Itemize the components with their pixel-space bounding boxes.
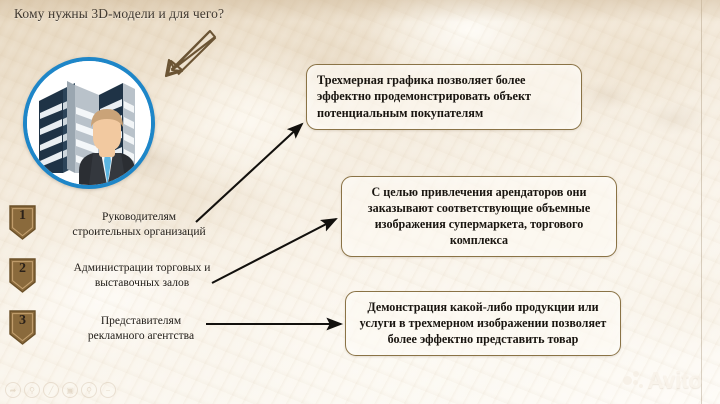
page-title: Кому нужны 3D-модели и для чего? [14,6,225,21]
callout-box-1: Трехмерная графика позволяет более эффек… [306,64,582,131]
callout-box-2: С целью привлечения арендаторов они зака… [341,176,617,258]
badge-number-1: 1 [19,208,26,223]
slide-edge-rule [701,0,702,404]
audience-item-3-line2: рекламного агентства [87,330,195,343]
office-buildings-icon [27,61,151,185]
avito-dots-icon [623,370,644,391]
avito-watermark: Avito [623,369,702,392]
badge-number-2: 2 [19,261,26,276]
search-icon: ⚲ [81,382,97,398]
audience-item-3: 3 Представителям рекламного агентства [9,310,216,345]
audience-item-3-line1: Представителям [100,315,182,327]
connector-2 [211,218,338,284]
audience-item-2-label: Администрации торговых и выставочных зал… [58,261,226,291]
minus-icon: − [100,382,116,398]
illustration-circle [23,57,155,189]
edit-icon: ╱ [43,382,59,398]
audience-item-2-line1: Администрации торговых и [73,262,211,274]
audience-item-1-label: Руководителям строительных организаций [62,210,216,240]
audience-item-1-line1: Руководителям [101,211,177,223]
audience-item-1: 1 Руководителям строительных организаций [9,205,216,240]
audience-item-2-line2: выставочных залов [94,277,190,290]
watermark-toolbar: ➦ ⚲ ╱ ▣ ⚲ − [5,382,116,398]
audience-item-1-line2: строительных организаций [72,226,206,239]
badge-number-3: 3 [19,313,26,328]
down-left-arrow-icon [152,26,222,83]
number-badge-1: 1 [9,205,36,240]
copy-icon: ▣ [62,382,78,398]
pin-icon: ⚲ [24,382,40,398]
share-icon: ➦ [5,382,21,398]
audience-item-2: 2 Администрации торговых и выставочных з… [9,258,226,293]
number-badge-3: 3 [9,310,36,345]
audience-item-3-label: Представителям рекламного агентства [66,314,216,344]
avito-brand-text: Avito [647,367,702,393]
callout-box-3: Демонстрация какой-либо продукции или ус… [345,291,621,357]
number-badge-2: 2 [9,258,36,293]
